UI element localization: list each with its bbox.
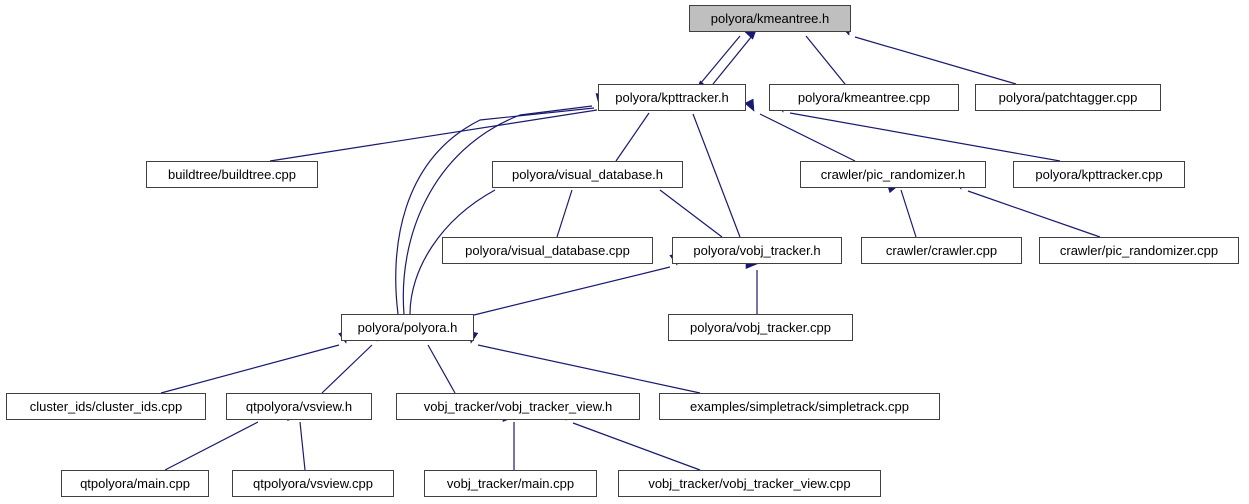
graph-node-label: polyora/visual_database.cpp [465,243,630,258]
graph-node-kmeantree-cpp[interactable]: polyora/kmeantree.cpp [769,84,959,111]
graph-node-simpletrack-cpp[interactable]: examples/simpletrack/simpletrack.cpp [659,393,940,420]
graph-node-pic-randomizer-h[interactable]: crawler/pic_randomizer.h [800,161,986,188]
graph-node-label: vobj_tracker/vobj_tracker_view.h [423,399,613,414]
graph-node-label: polyora/vobj_tracker.h [693,243,821,258]
graph-edge [164,421,259,471]
graph-edge [160,344,340,394]
graph-edge [967,190,1101,238]
graph-node-vobj-tracker-cpp[interactable]: polyora/vobj_tracker.cpp [668,314,853,341]
graph-edge [269,109,598,162]
graph-node-label: cluster_ids/cluster_ids.cpp [29,399,183,414]
graph-node-visual-database-cpp[interactable]: polyora/visual_database.cpp [442,237,653,264]
graph-node-kpttracker-h[interactable]: polyora/kpttracker.h [598,84,746,111]
graph-node-vobj-tracker-view-cpp[interactable]: vobj_tracker/vobj_tracker_view.cpp [618,470,881,497]
graph-edge [299,421,306,471]
graph-edge [556,189,573,238]
graph-edge [402,105,593,315]
graph-node-label: crawler/pic_randomizer.cpp [1059,243,1219,258]
graph-node-label: buildtree/buildtree.cpp [168,167,296,182]
graph-node-label: crawler/crawler.cpp [885,243,998,258]
graph-edge [789,112,1061,162]
graph-node-visual-database-h[interactable]: polyora/visual_database.h [492,161,683,188]
graph-node-label: examples/simpletrack/simpletrack.cpp [690,399,909,414]
graph-node-label: polyora/kmeantree.cpp [797,90,931,105]
graph-node-label: qtpolyora/vsview.cpp [253,476,373,491]
graph-edge [854,36,1017,85]
graph-node-label: crawler/pic_randomizer.h [820,167,966,182]
graph-edge [477,344,701,394]
graph-node-label: polyora/kpttracker.cpp [1035,167,1163,182]
graph-edge [900,189,917,238]
graph-node-label: polyora/patchtagger.cpp [998,90,1138,105]
graph-node-polyora-h[interactable]: polyora/polyora.h [341,314,474,341]
graph-edge [473,266,671,316]
graph-node-label: polyora/visual_database.h [511,167,664,182]
graph-node-vobj-tracker-h[interactable]: polyora/vobj_tracker.h [672,237,842,264]
graph-edge [427,344,456,394]
graph-edge [615,112,650,162]
graph-node-label: vobj_tracker/main.cpp [446,476,575,491]
graph-node-kpttracker-cpp[interactable]: polyora/kpttracker.cpp [1013,161,1185,188]
graph-edge [759,113,856,162]
graph-node-buildtree-cpp[interactable]: buildtree/buildtree.cpp [146,161,318,188]
graph-edge [659,189,723,238]
graph-node-label: vobj_tracker/vobj_tracker_view.cpp [648,476,851,491]
graph-node-patchtagger-cpp[interactable]: polyora/patchtagger.cpp [975,84,1161,111]
graph-edge [409,189,496,315]
graph-node-kmeantree-h[interactable]: polyora/kmeantree.h [689,5,851,32]
graph-node-vsview-h[interactable]: qtpolyora/vsview.h [226,393,372,420]
graph-edge [699,35,741,85]
graph-node-vobj-tracker-main-cpp[interactable]: vobj_tracker/main.cpp [424,470,597,497]
graph-node-vobj-tracker-view-h[interactable]: vobj_tracker/vobj_tracker_view.h [396,393,640,420]
graph-edge [712,35,753,85]
graph-edge [572,422,701,471]
graph-edge [321,344,373,394]
graph-node-vsview-cpp[interactable]: qtpolyora/vsview.cpp [232,470,394,497]
graph-node-label: polyora/polyora.h [357,320,458,335]
graph-node-label: qtpolyora/vsview.h [245,399,353,414]
graph-node-label: qtpolyora/main.cpp [80,476,190,491]
graph-node-label: polyora/kpttracker.h [615,90,729,105]
graph-edge [395,107,595,315]
graph-node-label: polyora/kmeantree.h [710,11,830,26]
graph-node-crawler-cpp[interactable]: crawler/crawler.cpp [861,237,1022,264]
graph-edge [692,113,741,238]
graph-node-qtpolyora-main-cpp[interactable]: qtpolyora/main.cpp [61,470,209,497]
graph-edge-arrowhead [744,98,755,112]
graph-node-label: polyora/vobj_tracker.cpp [690,320,831,335]
graph-edge [805,35,846,85]
graph-node-cluster-ids-cpp[interactable]: cluster_ids/cluster_ids.cpp [6,393,206,420]
graph-node-pic-randomizer-cpp[interactable]: crawler/pic_randomizer.cpp [1039,237,1239,264]
